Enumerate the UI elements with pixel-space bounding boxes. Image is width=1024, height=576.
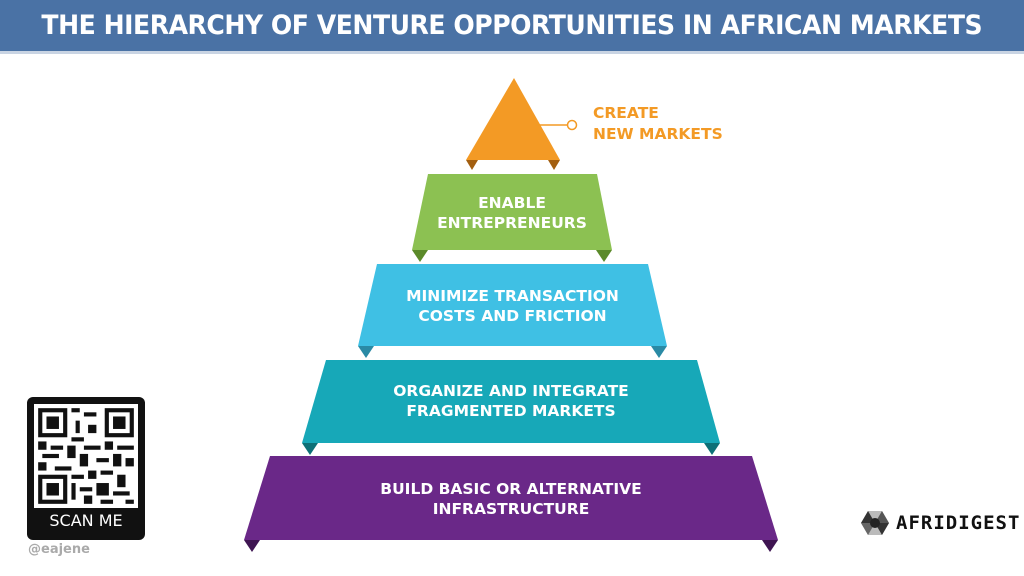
brand-name: AFRIDIGEST [896, 512, 1021, 534]
tier-label-organize-markets: ORGANIZE AND INTEGRATE FRAGMENTED MARKET… [302, 381, 720, 421]
qr-code[interactable] [34, 404, 138, 508]
author-handle: @eajene [28, 542, 90, 557]
label-line-2: INFRASTRUCTURE [432, 500, 590, 518]
label-line-2: NEW MARKETS [593, 125, 723, 143]
label-line-1: BUILD BASIC OR ALTERNATIVE [380, 480, 642, 498]
label-line-2: FRAGMENTED MARKETS [406, 402, 616, 420]
qr-code-icon [38, 408, 134, 504]
hexagon-logo-icon [861, 511, 889, 535]
label-line-1: ENABLE [478, 194, 546, 212]
tier-label-build-infrastructure: BUILD BASIC OR ALTERNATIVE INFRASTRUCTUR… [244, 479, 778, 519]
label-line-1: MINIMIZE TRANSACTION [406, 287, 619, 305]
label-line-1: CREATE [593, 104, 659, 122]
pyramid-tier-minimize-costs [358, 264, 667, 358]
pyramid-tier-enable-entrepreneurs [412, 174, 612, 262]
brand-logo: AFRIDIGEST [860, 510, 1020, 536]
pyramid-tier-organize-markets [302, 360, 720, 455]
pyramid-tier-build-infrastructure [244, 456, 778, 552]
page-title: THE HIERARCHY OF VENTURE OPPORTUNITIES I… [41, 10, 983, 41]
qr-code-card[interactable]: SCAN ME [27, 397, 145, 540]
label-line-1: ORGANIZE AND INTEGRATE [393, 382, 629, 400]
create-new-markets-label: CREATE NEW MARKETS [593, 103, 723, 145]
tier-label-enable-entrepreneurs: ENABLE ENTREPRENEURS [412, 193, 612, 233]
pyramid-top-create-new-markets [466, 78, 578, 170]
scan-me-label: SCAN ME [49, 511, 123, 530]
label-line-2: COSTS AND FRICTION [418, 307, 607, 325]
header-banner: THE HIERARCHY OF VENTURE OPPORTUNITIES I… [0, 0, 1024, 54]
tier-label-minimize-costs: MINIMIZE TRANSACTION COSTS AND FRICTION [358, 286, 667, 326]
label-line-2: ENTREPRENEURS [437, 214, 587, 232]
